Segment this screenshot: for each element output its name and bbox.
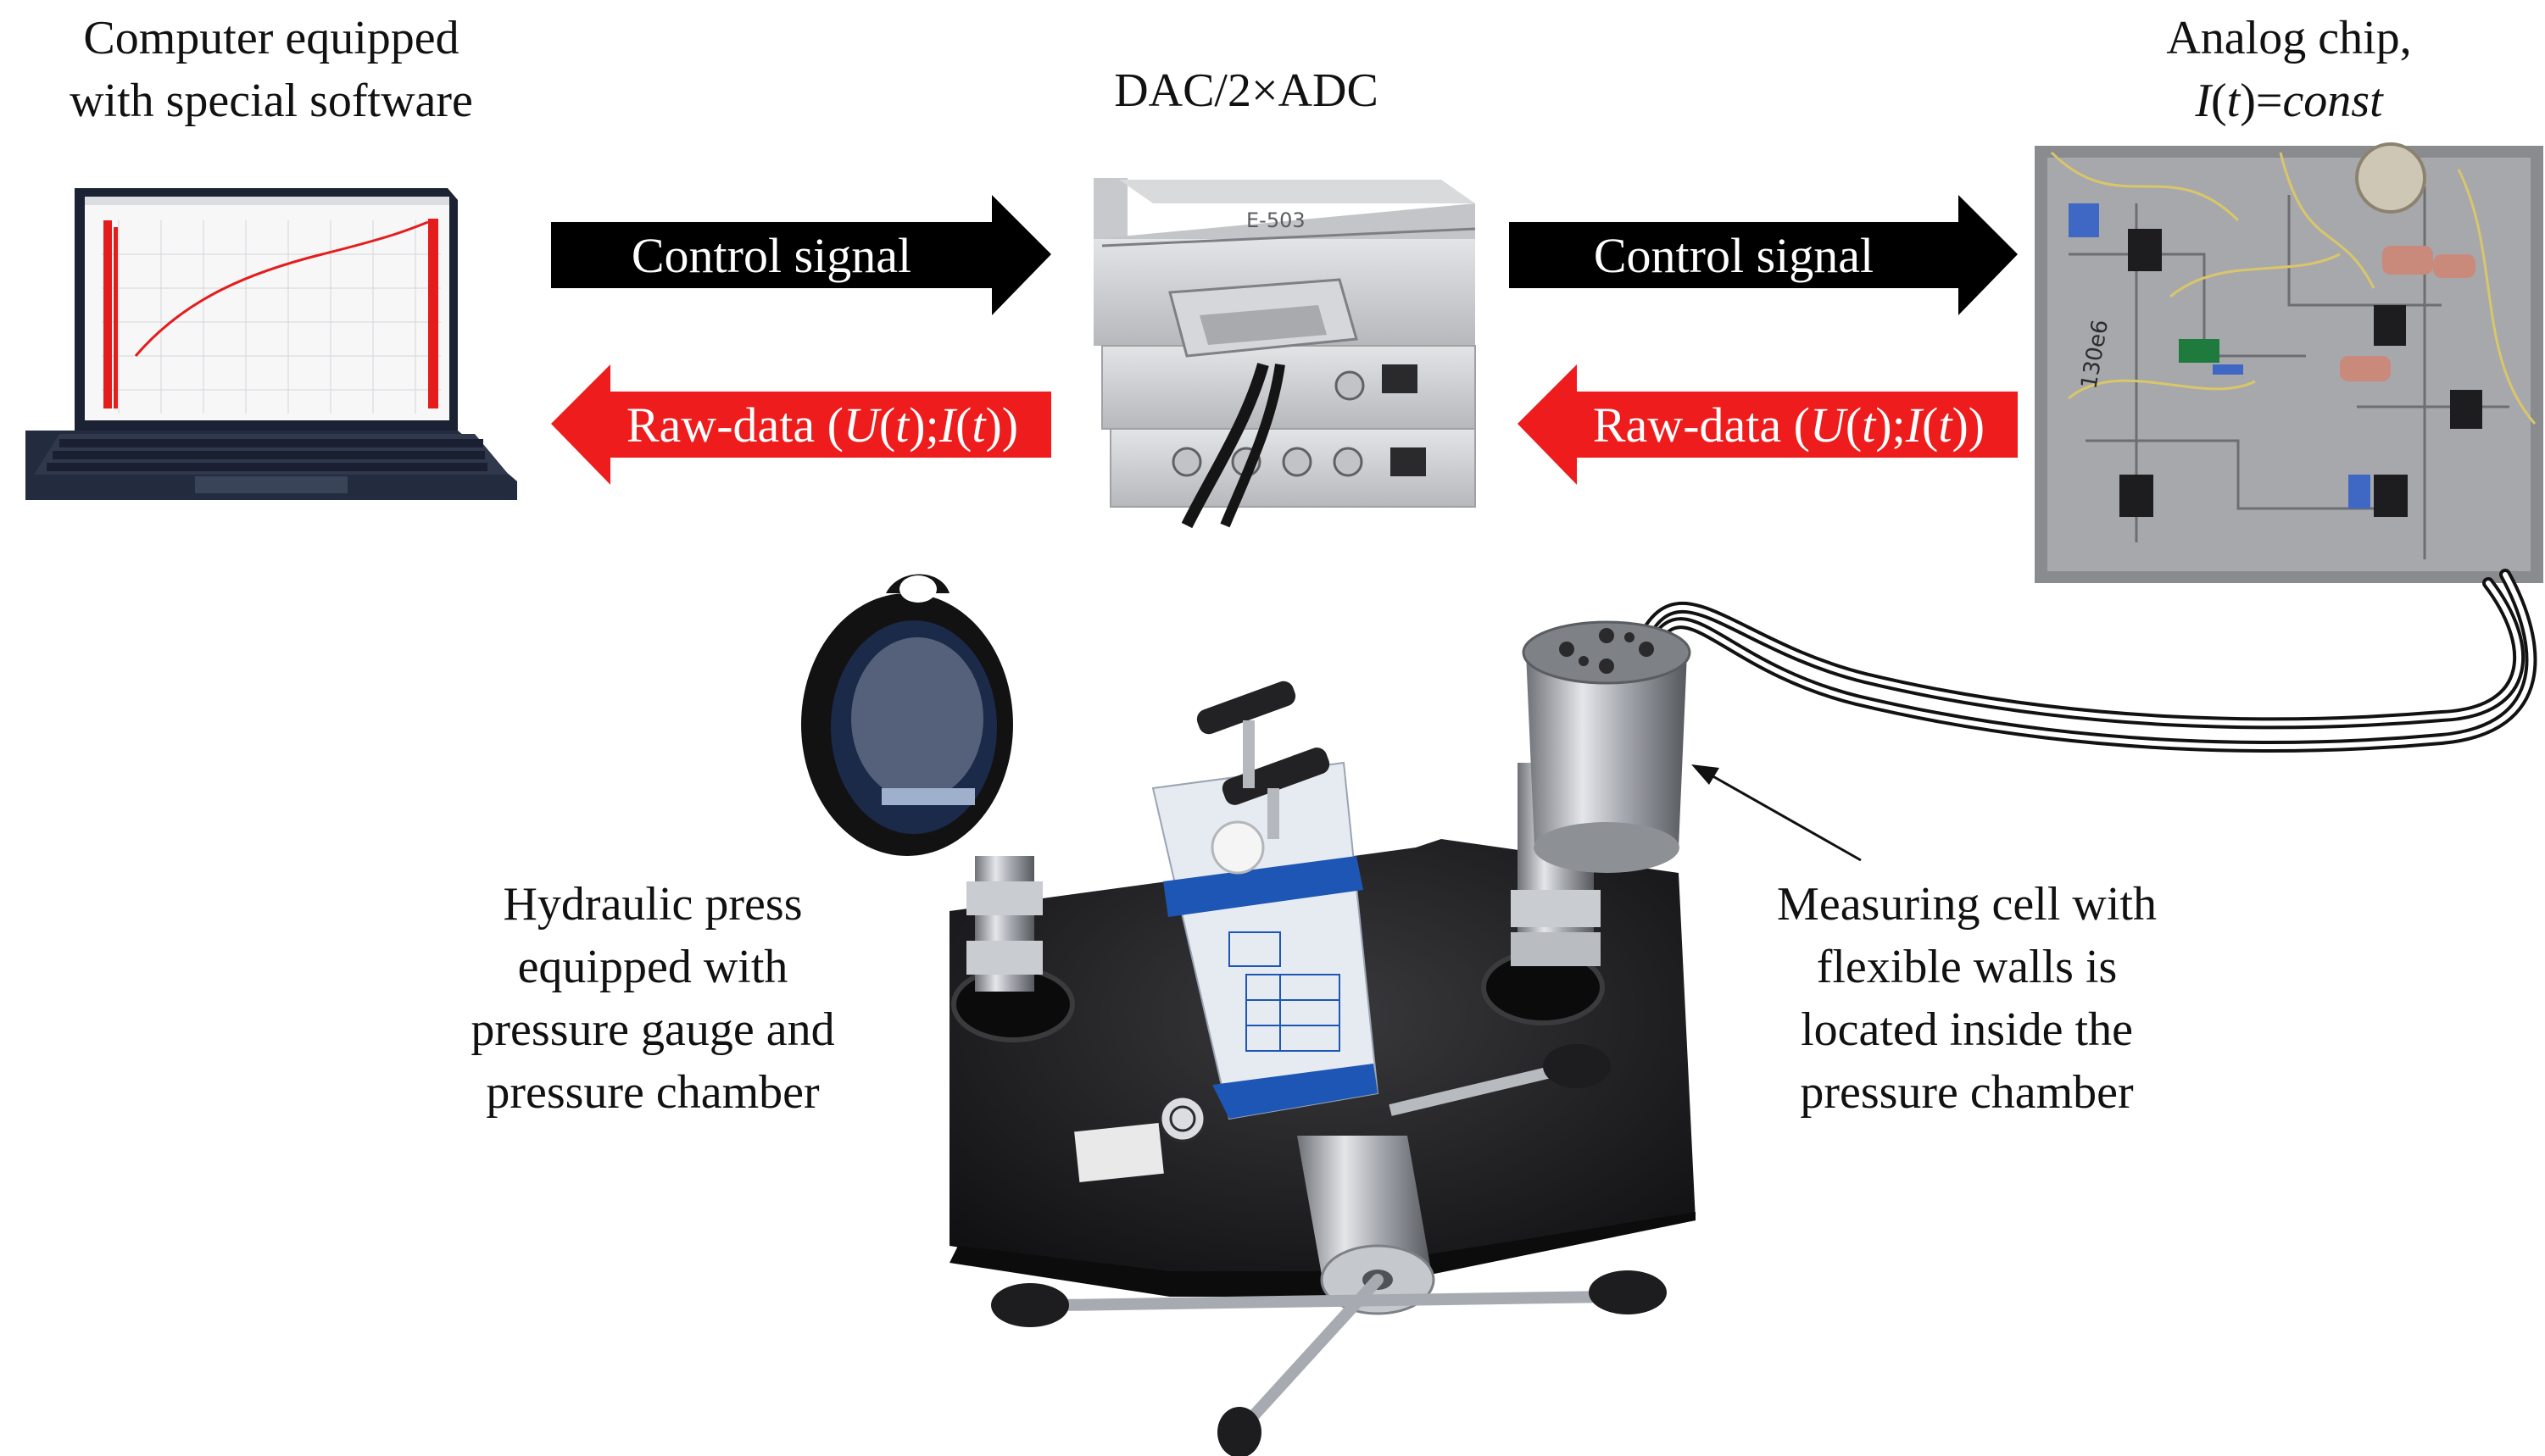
chip-label-eq: =	[2255, 75, 2283, 127]
cell-label-line-4: pressure chamber	[1800, 1066, 2134, 1119]
press-label-line-4: pressure chamber	[486, 1066, 820, 1119]
chip-label-i: I	[2195, 75, 2211, 127]
raw-data-arrow-left	[551, 364, 1051, 485]
cable-icon	[1634, 569, 2537, 753]
control-arrow-left	[551, 195, 1051, 315]
computer-label-line-1: Computer equipped	[83, 12, 459, 64]
circuit-board-icon: 130e6	[2035, 142, 2543, 583]
chip-label-t: t	[2226, 75, 2241, 127]
cell-label: Measuring cell with flexible walls is lo…	[1704, 873, 2230, 1124]
pointer-arrow	[1691, 764, 1862, 862]
press-label: Hydraulic press equipped with pressure g…	[407, 873, 899, 1124]
computer-label-line-2: with special software	[70, 75, 473, 127]
chip-label: Analog chip, I(t)=const	[2086, 7, 2492, 132]
press-label-line-2: equipped with	[517, 941, 788, 993]
dac-label: DAC/2×ADC	[1114, 64, 1378, 117]
cell-label-line-3: located inside the	[1801, 1003, 2133, 1056]
chip-label-close: )	[2240, 75, 2256, 127]
svg-text:E-503: E-503	[1246, 208, 1306, 232]
control-arrow-right	[1509, 195, 2018, 315]
cell-label-line-1: Measuring cell with	[1777, 878, 2157, 931]
press-label-line-3: pressure gauge and	[471, 1003, 835, 1056]
cell-label-line-2: flexible walls is	[1816, 941, 2118, 993]
daq-device-icon: E-503	[1094, 178, 1476, 529]
chip-label-open: (	[2210, 75, 2227, 127]
raw-data-arrow-right	[1518, 364, 2018, 485]
hydraulic-press-icon	[950, 681, 1696, 1456]
chip-label-line-1: Analog chip,	[2166, 12, 2412, 64]
measuring-cell-icon	[1511, 620, 1691, 966]
chip-label-line-2: I(t)=const	[2086, 69, 2492, 132]
press-label-line-1: Hydraulic press	[503, 878, 803, 931]
laptop-icon	[25, 188, 517, 500]
chip-label-const: const	[2282, 75, 2383, 127]
computer-label: Computer equipped with special software	[25, 7, 517, 132]
pressure-gauge-icon	[801, 574, 1043, 992]
